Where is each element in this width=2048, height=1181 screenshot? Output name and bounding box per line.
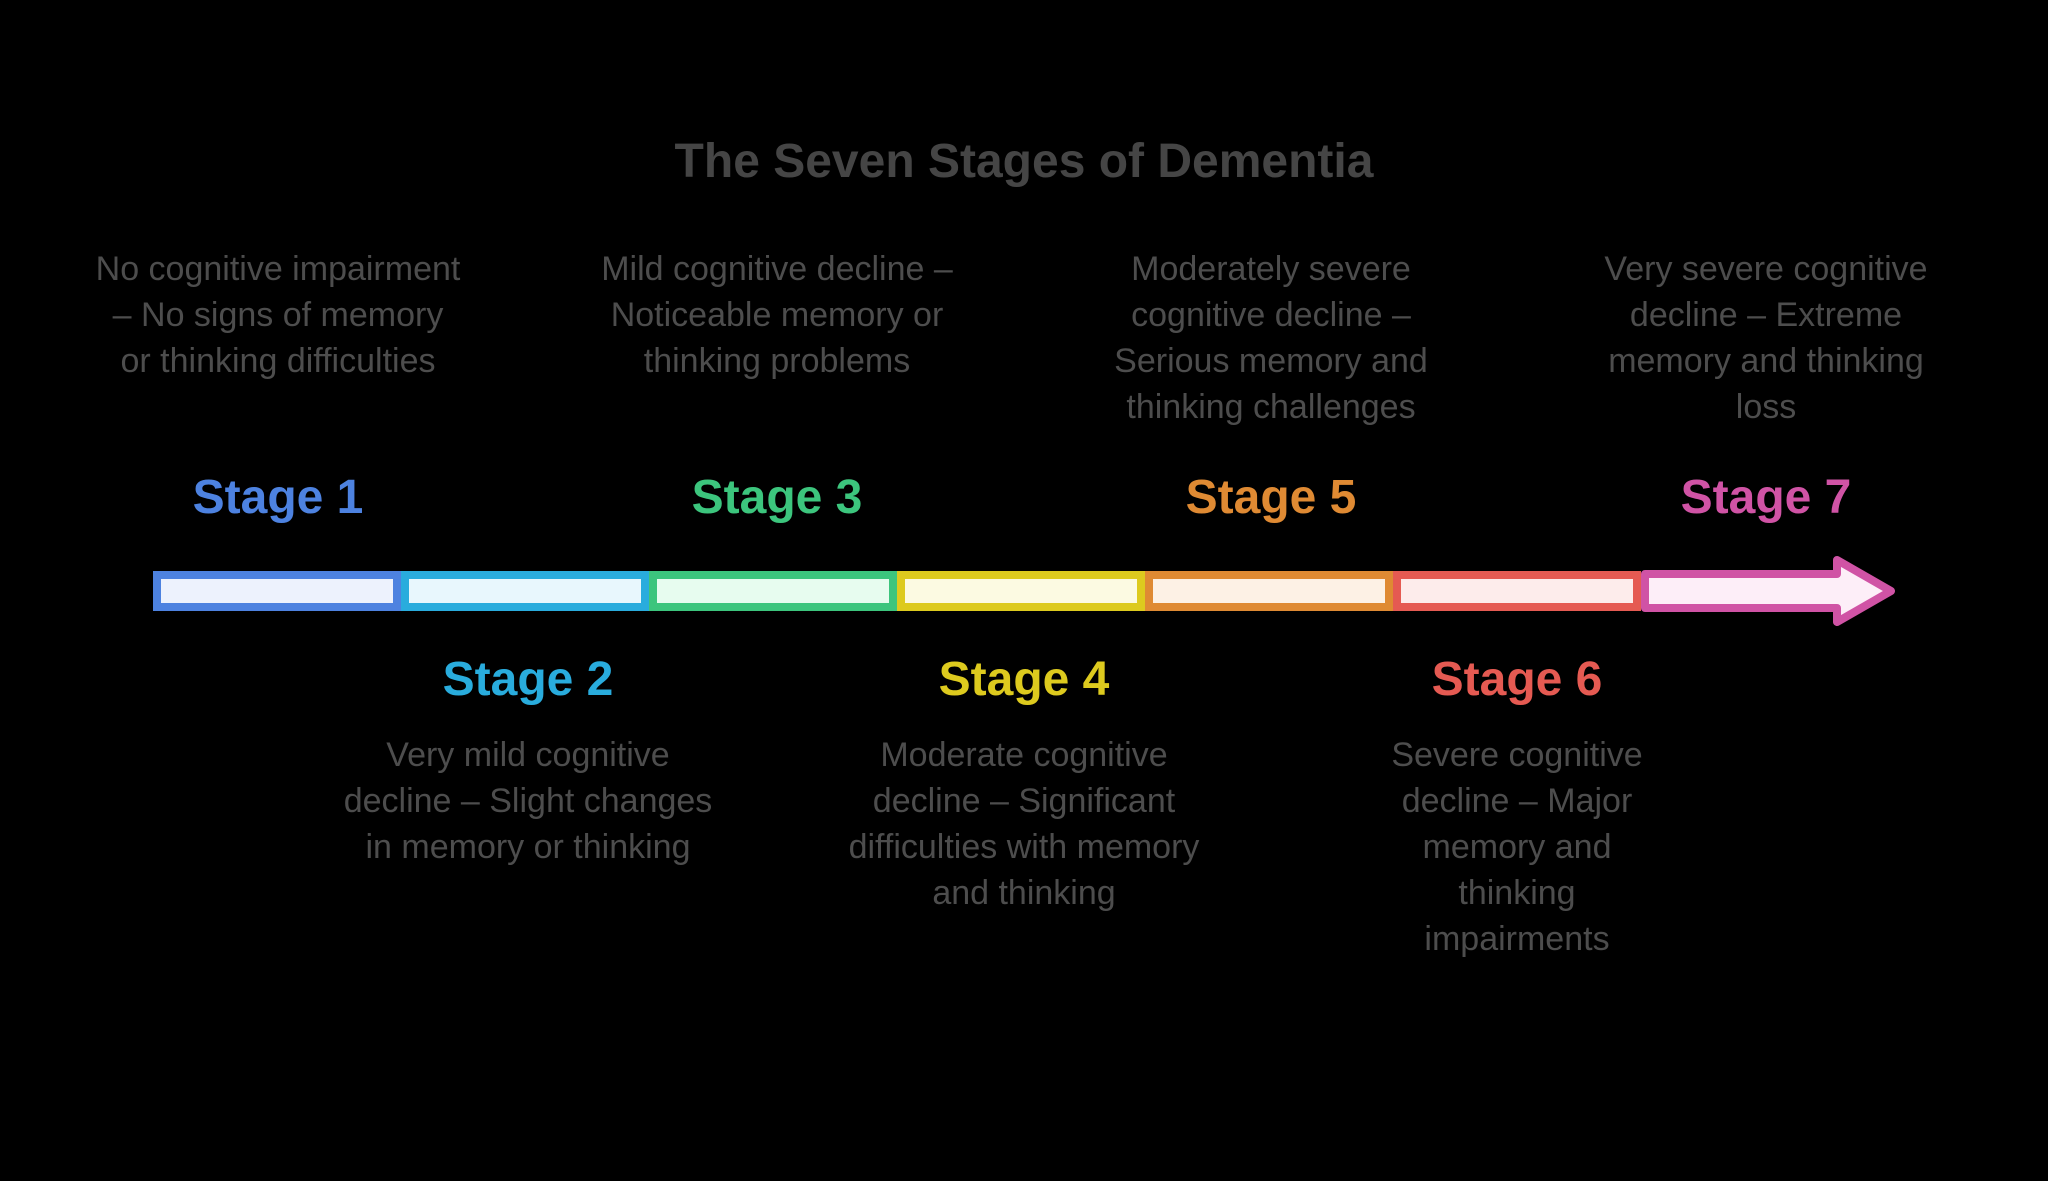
- stage-5-label: Stage 5: [1185, 471, 1357, 524]
- stage-2-label: Stage 2: [442, 653, 614, 706]
- page-title: The Seven Stages of Dementia: [674, 135, 1374, 188]
- arrow-segment-3: [649, 571, 897, 611]
- arrow-segment-6: [1393, 571, 1641, 611]
- arrow-segment-4: [897, 571, 1145, 611]
- arrow-segment-2: [401, 571, 649, 611]
- stage-4-label: Stage 4: [938, 653, 1110, 706]
- stage-6-description: Severe cognitive decline – Major memory …: [1391, 736, 1643, 958]
- stage-2-description: Very mild cognitive decline – Slight cha…: [343, 736, 713, 866]
- stage-3-label: Stage 3: [691, 471, 863, 524]
- stage-1-label: Stage 1: [192, 471, 364, 524]
- stage-4-description: Moderate cognitive decline – Significant…: [848, 736, 1200, 912]
- stage-6-label: Stage 6: [1431, 653, 1603, 706]
- stage-7-description: Very severe cognitive decline – Extreme …: [1604, 250, 1928, 426]
- stage-7-label: Stage 7: [1680, 471, 1852, 524]
- stage-5-description: Moderately severe cognitive decline – Se…: [1114, 250, 1428, 426]
- arrow-segment-5: [1145, 571, 1393, 611]
- stage-3-description: Mild cognitive decline – Noticeable memo…: [601, 250, 953, 380]
- arrow-segment-1: [153, 571, 401, 611]
- stage-1-description: No cognitive impairment – No signs of me…: [95, 250, 461, 380]
- timeline-arrow: [153, 571, 1641, 611]
- arrow-head-icon: [1641, 556, 1895, 626]
- arrow-head-shape: [1641, 556, 1895, 626]
